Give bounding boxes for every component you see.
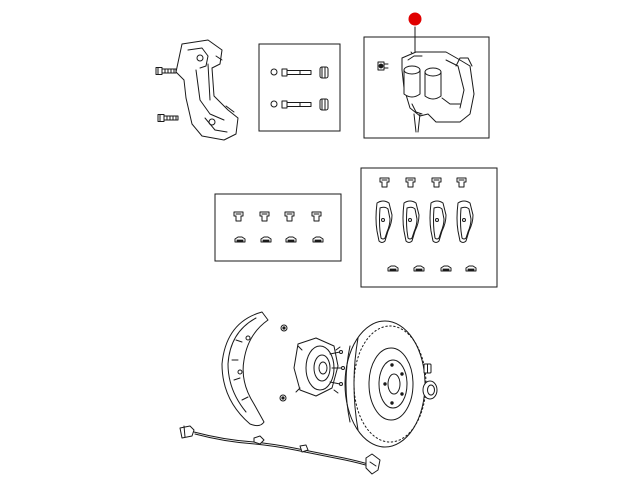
caliper-bracket-icon <box>175 39 239 141</box>
pad-clip-kit-frame <box>214 193 342 262</box>
dust-shield-icon <box>221 311 269 427</box>
brake-caliper-icon <box>401 51 475 133</box>
brake-rotor-icon <box>344 320 427 448</box>
pad-clip-lower-icon <box>387 265 477 272</box>
hub-bearing-icon <box>293 337 345 397</box>
brake-pad-set-frame <box>360 167 498 288</box>
bracket-bolt-upper-icon <box>155 67 177 75</box>
guide-pin-kit-frame <box>258 43 341 132</box>
callout-marker <box>408 12 422 58</box>
shield-bolt-icon <box>279 324 288 402</box>
bleeder-screw-icon <box>377 61 389 71</box>
brake-pad-icon <box>375 200 474 243</box>
hub-nut-icon <box>422 363 438 400</box>
wear-sensor-icon <box>179 425 381 475</box>
bracket-bolt-lower-icon <box>157 114 179 122</box>
brake-caliper-frame <box>363 36 490 139</box>
guide-pin-icon <box>270 66 329 111</box>
pad-clip-upper-icon <box>379 177 467 188</box>
pad-clip-icon <box>233 211 324 243</box>
